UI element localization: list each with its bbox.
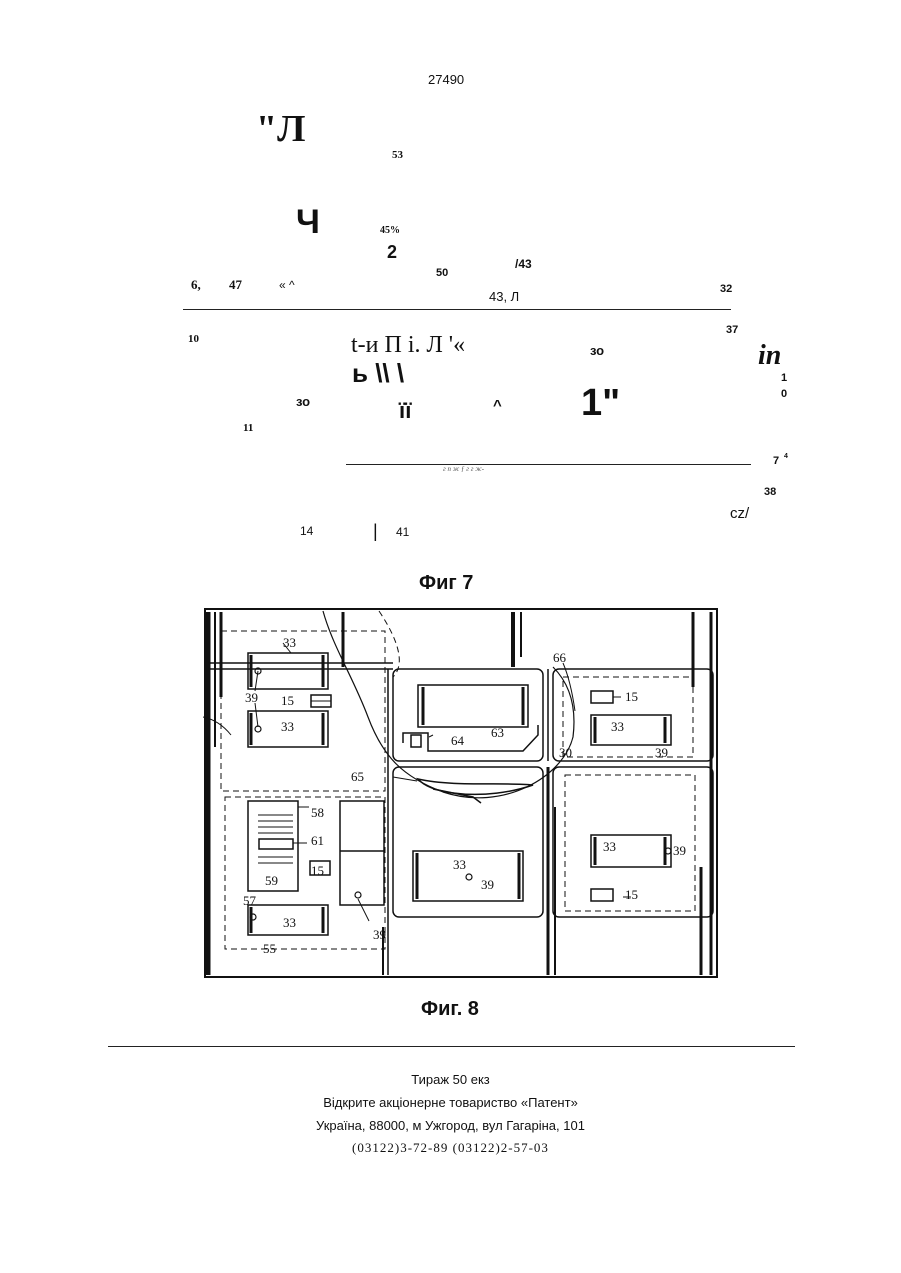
fig7-label: 1" (581, 384, 620, 422)
fig7-label: 41 (396, 526, 409, 538)
units (248, 653, 671, 935)
footer-circulation: Тираж 50 екз (0, 1072, 901, 1087)
footer-phones: (03122)3-72-89 (03122)2-57-03 (0, 1140, 901, 1156)
fig7-label: г п ж ƒ г г ж- (443, 466, 484, 473)
fig8-label: 30 (559, 745, 572, 760)
fig8-label: 39 (481, 877, 494, 892)
fig7-label: cz/ (730, 506, 749, 521)
figure-8-drawing: 33 15 39 33 66 64 63 65 15 33 30 39 58 6… (203, 607, 719, 979)
fig7-label: 45% (380, 226, 400, 236)
fig8-label: 33 (283, 915, 296, 930)
fig7-label: 37 (726, 325, 738, 336)
fig7-label: | (373, 522, 378, 540)
fig7-label: ь \\ \ (352, 360, 404, 386)
drawing-frame (205, 609, 717, 977)
fig7-label: її (399, 400, 411, 422)
fig7-label: 50 (436, 268, 448, 279)
fig7-label: 4 (784, 453, 788, 460)
fig7-label: 6, (191, 278, 201, 291)
footer-address: Україна, 88000, м Ужгород, вул Гагаріна,… (0, 1118, 901, 1133)
fig7-label: 7 (773, 456, 779, 467)
footer-divider (108, 1046, 795, 1047)
fig7-label: /43 (515, 258, 532, 270)
fig8-label: 59 (265, 873, 278, 888)
fig8-label: 65 (351, 769, 364, 784)
fig7-label: « ^ (279, 279, 295, 291)
page-number: 27490 (428, 73, 464, 86)
fig8-label: 61 (311, 833, 324, 848)
plot-boundaries (221, 611, 695, 949)
fig8-label: 64 (451, 733, 465, 748)
fig7-label: in (758, 342, 781, 370)
fig8-label: 66 (553, 650, 567, 665)
fig7-label: t-и П i. Л '« (351, 333, 465, 357)
fig8-label: 39 (655, 745, 668, 760)
fig8-label: 33 (611, 719, 624, 734)
fig7-label: 11 (243, 423, 253, 434)
fig8-label: 39 (373, 927, 386, 942)
fig7-label: зо (590, 344, 604, 357)
fig8-label: 15 (311, 863, 324, 878)
fig7-label: "Л (256, 110, 305, 148)
fig7-label: 38 (764, 487, 776, 498)
fig7-label: 0 (781, 389, 787, 400)
figure-7-caption: Фиг 7 (419, 572, 473, 595)
fig8-label: 39 (245, 690, 258, 705)
fig7-label: 14 (300, 525, 313, 537)
fig8-label: 33 (453, 857, 466, 872)
fig7-label: 10 (188, 334, 199, 345)
fig7-label: 2 (387, 243, 397, 261)
fig8-label: 33 (283, 635, 296, 650)
fig7-baseline-top (183, 309, 731, 310)
fig7-label: Ч (296, 205, 320, 239)
fig7-label: 43, Л (489, 290, 519, 303)
fig7-label: 32 (720, 284, 732, 295)
figure-8-caption: Фиг. 8 (421, 998, 479, 1021)
fig7-label: 47 (229, 278, 242, 291)
fig7-label: зо (296, 395, 310, 408)
fig8-label: 39 (673, 843, 686, 858)
fig7-label: 53 (392, 150, 403, 161)
fig8-label: 15 (625, 887, 638, 902)
fig8-label: 33 (281, 719, 294, 734)
fig8-label: 15 (625, 689, 638, 704)
footer-publisher: Відкрите акціонерне товариство «Патент» (0, 1095, 901, 1110)
fig8-label: 58 (311, 805, 324, 820)
fig8-label: 57 (243, 893, 257, 908)
fig8-label: 15 (281, 693, 294, 708)
fig7-label: ^ (493, 398, 502, 413)
fig8-label: 33 (603, 839, 616, 854)
fig8-label: 63 (491, 725, 504, 740)
fig7-label: 1 (781, 373, 787, 384)
fig7-baseline-bottom (346, 464, 751, 465)
fig8-label: 55 (263, 941, 276, 956)
